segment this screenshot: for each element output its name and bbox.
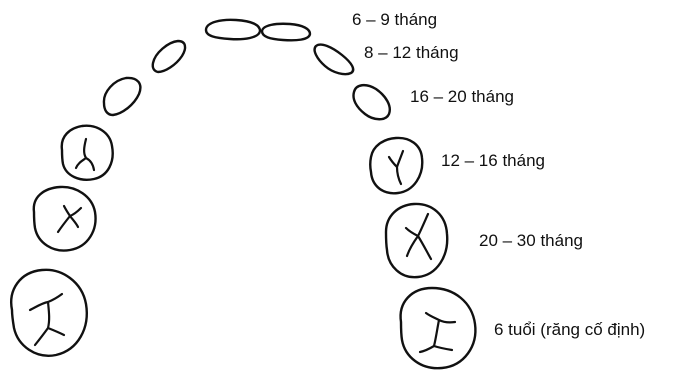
groove-permanent-molar-right (418, 311, 457, 354)
tooth-second-molar-left (32, 185, 97, 252)
label-lateral-incisor: 8 – 12 tháng (364, 43, 459, 62)
tooth-lateral-incisor-left (151, 39, 187, 74)
label-first-molar: 12 – 16 tháng (441, 151, 545, 170)
label-central-incisor: 6 – 9 tháng (352, 10, 438, 29)
tooth-first-molar-left (60, 124, 114, 181)
tooth-central-incisor-right (260, 22, 312, 42)
groove-permanent-molar-left (28, 292, 66, 347)
groove-second-molar-left (56, 204, 83, 234)
tooth-canine-left (102, 76, 142, 117)
groove-first-molar-right (387, 149, 405, 186)
groove-first-molar-left (74, 137, 96, 172)
groove-second-molar-right (404, 212, 433, 261)
tooth-canine-right (352, 84, 391, 121)
tooth-lateral-incisor-right (313, 43, 355, 76)
label-canine: 16 – 20 tháng (410, 87, 514, 106)
label-second-molar: 20 – 30 tháng (479, 231, 583, 250)
tooth-central-incisor-left (204, 18, 262, 41)
tooth-second-molar-right (384, 202, 449, 279)
label-permanent-molar: 6 tuổi (răng cố định) (494, 320, 646, 339)
